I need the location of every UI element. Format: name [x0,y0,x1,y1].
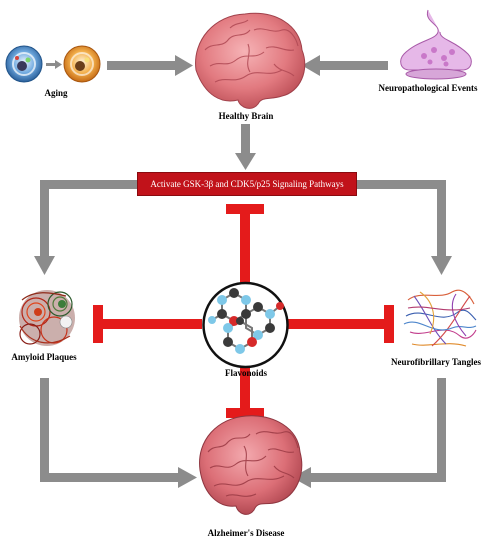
inhibit-amyloid [93,305,202,343]
healthy-brain-label: Healthy Brain [218,111,274,121]
pathway-box: Activate GSK-3β and CDK5/p25 Signaling P… [137,172,357,196]
neurofibrillary-tangles-label: Neurofibrillary Tangles [390,357,482,367]
arrow-amyloid-to-ad [40,378,197,488]
brain-icon [199,415,303,515]
tangles-icon [403,289,477,347]
aging-label: Aging [44,88,68,98]
pathway-label: Activate GSK-3β and CDK5/p25 Signaling P… [150,179,344,189]
inhibit-alzheimers [226,368,264,418]
brain-icon [195,12,306,109]
inhibition-arrows [93,204,394,418]
neuropathological-events-label: Neuropathological Events [378,83,478,93]
inhibit-tangles [288,305,394,343]
alzheimers-disease-label: Alzheimer's Disease [207,528,285,538]
arrow-aging-to-brain [107,55,193,76]
cell-icon [5,45,43,83]
arrow-pathway-to-amyloid [34,180,137,275]
amyloid-plaque-icon [19,290,75,346]
inhibit-pathway [226,204,264,283]
arrow-cell-to-cell [46,60,62,69]
molecule-icon [202,281,289,369]
arrow-brain-to-pathway [235,124,256,170]
arrow-events-to-brain [302,55,388,76]
arrow-tangles-to-ad [292,378,446,488]
synapse-icon [400,9,472,80]
flavonoids-label: Flavonoids [224,368,267,378]
flow-arrows [34,55,452,488]
arrow-pathway-to-tangles [357,180,452,275]
amyloid-plaques-label: Amyloid Plaques [11,352,77,362]
cell-icon [63,45,101,83]
